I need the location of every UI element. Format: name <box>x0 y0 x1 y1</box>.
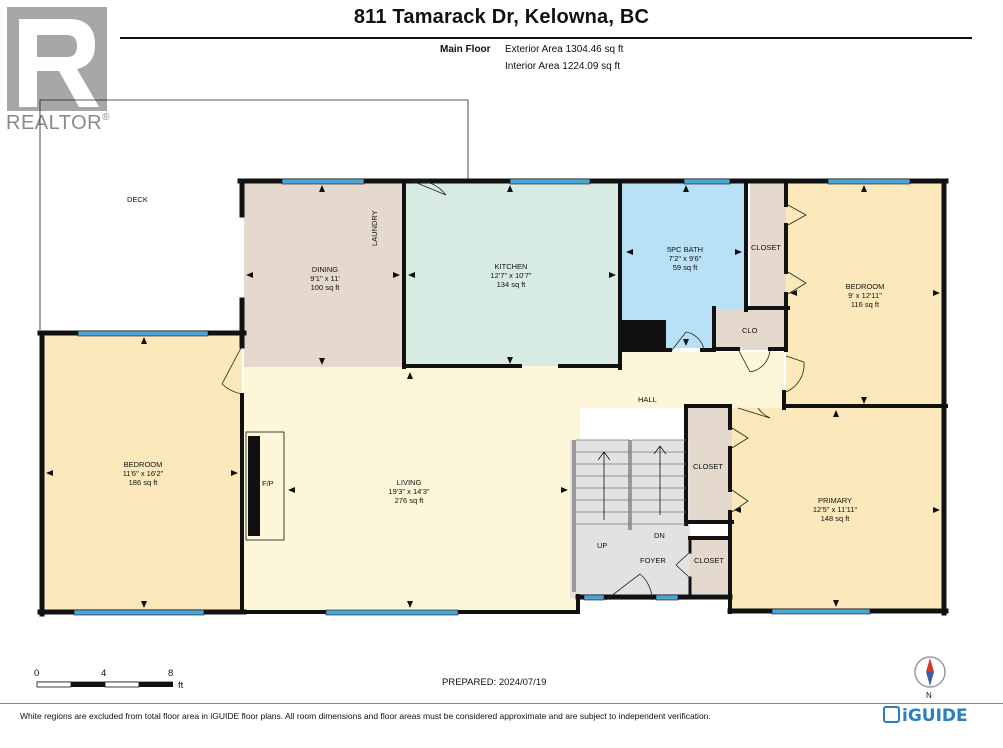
door-swing <box>671 331 705 351</box>
label-dn: DN <box>654 531 665 540</box>
prepared-date: PREPARED: 2024/07/19 <box>442 677 547 688</box>
disclaimer: White regions are excluded from total fl… <box>20 711 711 721</box>
stairs <box>572 439 686 592</box>
window <box>583 594 605 601</box>
door-swing <box>221 345 243 395</box>
iguide-logo: iGUIDE <box>883 706 968 726</box>
label-deck: DECK <box>127 195 148 204</box>
door-swing <box>605 573 653 601</box>
exterior-area: Exterior Area 1304.46 sq ft <box>505 44 624 55</box>
bedroom-ne-fill <box>786 183 943 407</box>
compass-icon <box>914 656 946 688</box>
compass-label: N <box>926 691 932 700</box>
dining-fill <box>244 183 404 367</box>
label-closet-ne: CLOSET <box>751 243 782 252</box>
scale-bar <box>36 681 173 688</box>
window <box>771 608 871 615</box>
door-swing <box>785 355 805 393</box>
window <box>655 594 679 601</box>
door-swing <box>787 204 807 226</box>
scale-unit: ft <box>178 680 184 691</box>
foyer-fill <box>578 530 690 600</box>
floor-label: Main Floor <box>440 44 491 55</box>
door-swing <box>411 180 447 196</box>
window <box>281 178 365 185</box>
label-fp: F/P <box>262 479 274 488</box>
door-swing <box>787 271 807 295</box>
window <box>683 178 731 185</box>
clo-fill <box>714 310 786 350</box>
fireplace-box <box>248 436 260 536</box>
door-swing <box>731 489 749 513</box>
label-closet-primary: CLOSET <box>693 462 724 471</box>
closet-ne-fill <box>750 183 786 308</box>
closet-primary-fill <box>688 408 732 521</box>
window <box>325 609 459 616</box>
scale-tick-4: 4 <box>101 668 107 679</box>
label-laundry: LAUNDRY <box>370 210 379 246</box>
window <box>73 609 205 616</box>
title-divider <box>120 37 972 39</box>
realtor-wordmark: REALTOR® <box>6 112 110 134</box>
label-hall: HALL <box>638 395 657 404</box>
label-up: UP <box>597 541 608 550</box>
dimension-arrows <box>46 185 940 608</box>
realtor-r-icon <box>7 7 107 111</box>
primary-fill <box>732 408 943 611</box>
window <box>827 178 911 185</box>
interior-area: Interior Area 1224.09 sq ft <box>505 61 621 72</box>
window <box>77 330 209 337</box>
deck-outline <box>39 99 469 330</box>
scale-tick-0: 0 <box>34 668 40 679</box>
bedroom-w-fill <box>42 334 242 614</box>
door-swing <box>737 348 771 373</box>
window <box>509 178 591 185</box>
label-closet-foyer: CLOSET <box>694 556 725 565</box>
page-title: 811 Tamarack Dr, Kelowna, BC <box>353 6 650 28</box>
door-swing <box>731 427 749 449</box>
label-clo: CLO <box>742 326 758 335</box>
kitchen-fill <box>404 183 620 366</box>
label-foyer: FOYER <box>640 556 666 565</box>
utility-block <box>622 320 666 350</box>
realtor-logo <box>7 7 107 111</box>
door-swing <box>675 551 691 579</box>
closet-foyer-fill <box>690 540 730 594</box>
door-swing <box>737 407 771 419</box>
footer-divider <box>0 703 1003 704</box>
iguide-icon <box>883 706 900 723</box>
scale-tick-8: 8 <box>168 668 174 679</box>
